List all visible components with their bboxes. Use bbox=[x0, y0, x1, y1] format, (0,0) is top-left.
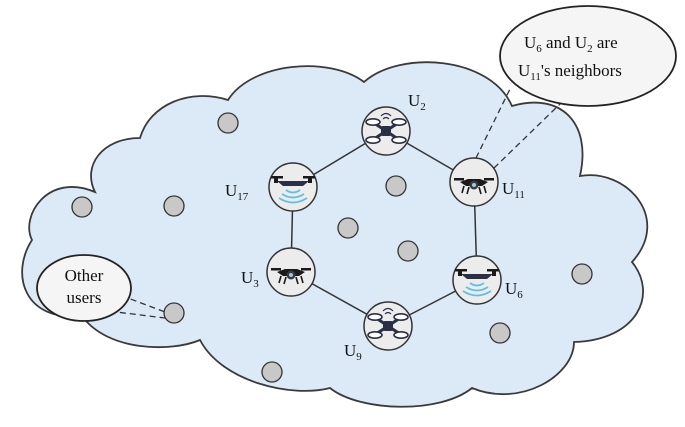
uav-node-u17 bbox=[268, 162, 318, 212]
callout-neighbors-line1: U6 and U2 are bbox=[524, 33, 618, 55]
callout-other-line1: Other bbox=[65, 266, 104, 285]
label-u2: U2 bbox=[408, 91, 426, 113]
label-u9: U9 bbox=[344, 341, 362, 363]
callout-neighbors: U6 and U2 are U11's neighbors bbox=[475, 5, 677, 169]
uav-node-u2 bbox=[361, 106, 411, 156]
cloud-region bbox=[21, 61, 649, 408]
label-u6: U6 bbox=[505, 279, 523, 301]
label-u17: U17 bbox=[225, 181, 249, 203]
uav-node-u3 bbox=[266, 247, 316, 297]
user-dot bbox=[163, 302, 185, 324]
callout-other-users: Other users bbox=[36, 254, 166, 322]
user-dot bbox=[489, 322, 511, 344]
user-dot bbox=[71, 196, 93, 218]
callout-other-line2: users bbox=[67, 288, 102, 307]
label-u3: U3 bbox=[241, 268, 259, 290]
label-u11: U11 bbox=[502, 179, 525, 201]
user-dot bbox=[571, 263, 593, 285]
uav-node-u6 bbox=[452, 255, 502, 305]
callout-neighbors-line2: U11's neighbors bbox=[518, 61, 622, 83]
user-dot bbox=[385, 175, 407, 197]
uav-node-u9 bbox=[363, 301, 413, 351]
user-dot bbox=[337, 217, 359, 239]
uav-node-u11 bbox=[449, 157, 499, 207]
user-dot bbox=[397, 240, 419, 262]
user-dot bbox=[163, 195, 185, 217]
other-users-group bbox=[71, 112, 593, 383]
user-dot bbox=[261, 361, 283, 383]
user-dot bbox=[217, 112, 239, 134]
